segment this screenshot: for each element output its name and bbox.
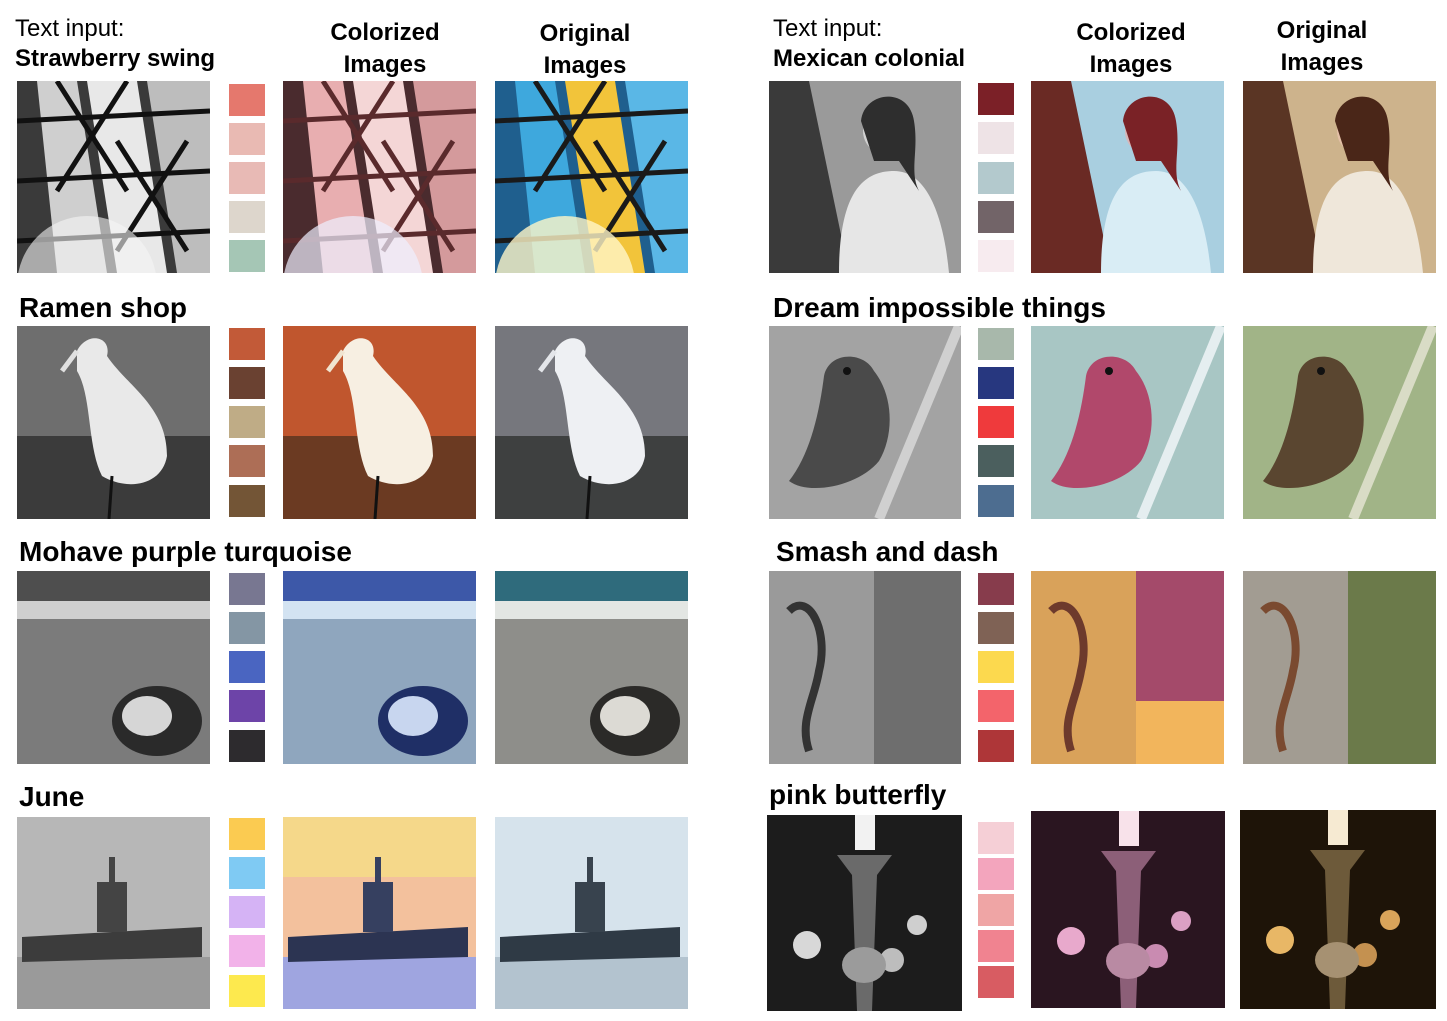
colorized-images-header: Colorized Images — [1076, 19, 1186, 78]
palette-swatch — [229, 857, 265, 889]
palette-swatch — [978, 367, 1014, 399]
prompt-strawberry-swing: Strawberry swing — [15, 45, 216, 72]
original-image — [495, 81, 688, 273]
original-images-header: Original Images — [1276, 17, 1368, 76]
palette-swatch — [229, 690, 265, 722]
original-image — [495, 326, 688, 519]
palette-swatch — [978, 83, 1014, 115]
original-image — [495, 817, 688, 1009]
palette-swatch — [978, 730, 1014, 762]
original-image — [1243, 81, 1436, 273]
colorized-image — [1031, 81, 1224, 273]
palette-swatch — [978, 690, 1014, 722]
prompt-ramen-shop: Ramen shop — [19, 292, 188, 323]
palette-swatch — [229, 367, 265, 399]
palette-swatch — [229, 445, 265, 477]
palette-swatch — [978, 573, 1014, 605]
palette-swatch — [229, 240, 265, 272]
palette-swatch — [978, 328, 1014, 360]
original-image — [495, 571, 688, 764]
palette-swatch — [229, 328, 265, 360]
palette-swatch — [978, 240, 1014, 272]
original-image — [1243, 571, 1436, 764]
palette-swatch — [978, 485, 1014, 517]
grayscale-input-image — [17, 81, 210, 273]
prompt-pink-butterfly: pink butterfly — [769, 779, 947, 810]
grayscale-input-image — [769, 81, 961, 273]
prompt-dream-impossible-things: Dream impossible things — [773, 292, 1106, 323]
palette-swatch — [229, 896, 265, 928]
colorized-image — [1031, 811, 1225, 1008]
palette-swatch — [229, 201, 265, 233]
palette-swatch — [978, 406, 1014, 438]
colorized-image — [1031, 326, 1224, 519]
grayscale-input-image — [767, 815, 962, 1011]
palette-swatch — [978, 445, 1014, 477]
palette-swatch — [229, 84, 265, 116]
grayscale-input-image — [769, 326, 961, 519]
palette-swatch — [229, 123, 265, 155]
palette-swatch — [978, 201, 1014, 233]
colorized-image — [283, 571, 476, 764]
palette-swatch — [229, 818, 265, 850]
palette-swatch — [978, 162, 1014, 194]
palette-swatch — [229, 162, 265, 194]
original-image — [1243, 326, 1436, 519]
palette-swatch — [978, 966, 1014, 998]
prompt-mohave-purple-turquoise: Mohave purple turquoise — [19, 536, 352, 567]
palette-swatch — [978, 894, 1014, 926]
palette-swatch — [229, 485, 265, 517]
grayscale-input-image — [17, 571, 210, 764]
palette-swatch — [978, 651, 1014, 683]
prompt-june: June — [19, 781, 85, 812]
palette-swatch — [229, 935, 265, 967]
palette-swatch — [229, 651, 265, 683]
palette-swatch — [978, 822, 1014, 854]
prompt-smash-and-dash: Smash and dash — [776, 536, 999, 567]
colorized-image — [283, 81, 476, 273]
palette-swatch — [978, 858, 1014, 890]
colorized-image — [283, 817, 476, 1009]
palette-swatch — [229, 975, 265, 1007]
grayscale-input-image — [17, 817, 210, 1009]
text-input-label: Text input: — [773, 15, 883, 42]
original-images-header: Original Images — [539, 20, 631, 79]
prompt-mexican-colonial: Mexican colonial — [773, 45, 966, 72]
grayscale-input-image — [769, 571, 961, 764]
palette-swatch — [229, 612, 265, 644]
palette-swatch — [229, 573, 265, 605]
text-input-label: Text input: — [15, 15, 125, 42]
colorized-image — [1031, 571, 1224, 764]
palette-swatch — [229, 730, 265, 762]
colorized-image — [283, 326, 476, 519]
grayscale-input-image — [17, 326, 210, 519]
palette-swatch — [978, 930, 1014, 962]
palette-swatch — [978, 122, 1014, 154]
original-image — [1240, 810, 1436, 1009]
palette-swatch — [978, 612, 1014, 644]
colorized-images-header: Colorized Images — [330, 19, 440, 78]
palette-swatch — [229, 406, 265, 438]
